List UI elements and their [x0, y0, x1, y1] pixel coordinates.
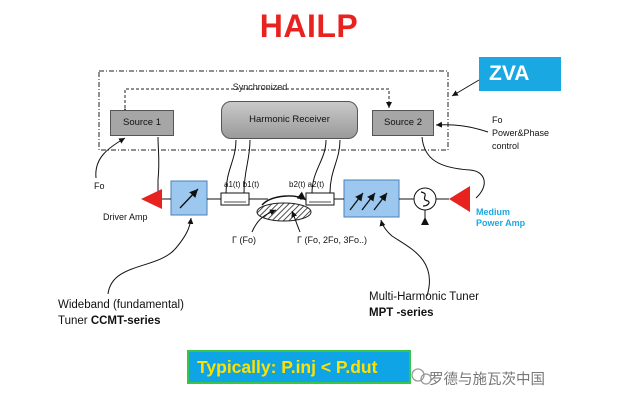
source-2-box: Source 2 [372, 110, 434, 136]
typically-banner: Typically: P.inj < P.dut [187, 350, 411, 384]
dut-ellipse [256, 202, 312, 222]
fo-control-line1: Fo [492, 115, 503, 125]
coupler-1 [220, 192, 250, 206]
a1b1-label: a1(t) b1(t) [224, 180, 260, 189]
multiharmonic-tuner-label: Multi-Harmonic Tuner MPT -series [369, 289, 479, 321]
fo-control-label: Fo Power&Phase control [492, 114, 549, 153]
b2a2-label: b2(t) a2(t) [289, 180, 325, 189]
driver-amp-label: Driver Amp [103, 212, 148, 222]
sync-line [122, 88, 392, 114]
multiharmonic-tuner-line2: MPT -series [369, 307, 434, 319]
fo-left-label: Fo [94, 181, 105, 191]
zva-label: ZVA [479, 57, 561, 91]
watermark-text: 罗德与施瓦茨中国 [429, 372, 545, 388]
medium-power-amp-label: Medium Power Amp [476, 207, 525, 229]
page-title: HAILP [259, 8, 359, 44]
synchronized-label: Synchronized [232, 82, 288, 92]
wideband-tuner-prefix: Tuner [58, 315, 91, 327]
multiharmonic-tuner-line1: Multi-Harmonic Tuner [369, 291, 479, 303]
medium-amp-line2: Power Amp [476, 218, 526, 228]
fo-control-line2: Power&Phase [492, 128, 550, 138]
wideband-tuner-line2: Tuner CCMT-series [58, 313, 184, 329]
gamma-harmonics-label: Γ (Fo, 2Fo, 3Fo..) [297, 235, 367, 245]
driver-amp-triangle [141, 189, 162, 209]
medium-amp-line1: Medium [476, 207, 511, 217]
coupler-2 [305, 192, 335, 206]
harmonic-receiver-box: Harmonic Receiver [221, 101, 358, 139]
source-1-box: Source 1 [110, 110, 174, 136]
wideband-tuner-label: Wideband (fundamental) Tuner CCMT-series [58, 297, 184, 329]
wideband-tuner-series: CCMT-series [90, 315, 161, 327]
fo-control-line3: control [492, 141, 520, 151]
ground-triangle [421, 217, 429, 225]
gamma-fo-label: Γ (Fo) [232, 235, 256, 245]
zva-enclosure [98, 70, 449, 151]
medium-amp-triangle [449, 186, 470, 212]
wideband-tuner-line1: Wideband (fundamental) [58, 299, 184, 311]
